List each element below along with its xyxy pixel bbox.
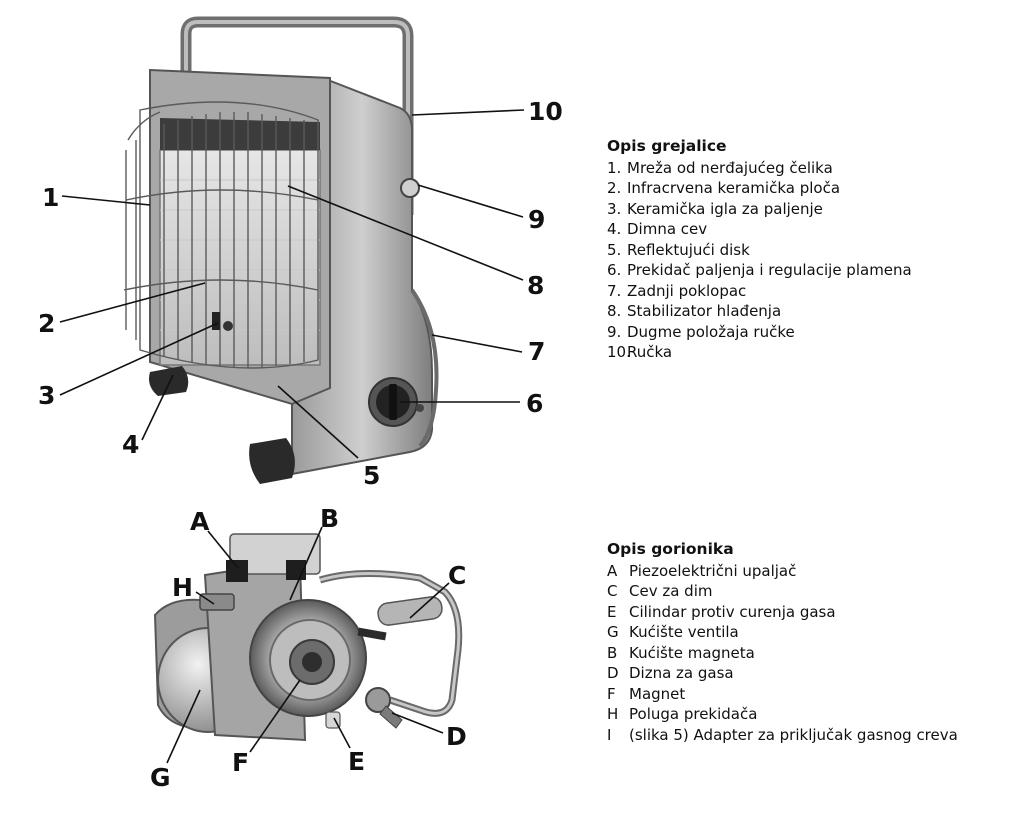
burner-illustration (153, 533, 463, 742)
heater-leader-lines (59, 109, 525, 459)
heater-legend: Opis grejalice 1.Mreža od nerđajućeg čel… (607, 136, 912, 363)
callout-B: B (320, 504, 339, 533)
piezo-igniter (226, 533, 321, 582)
callout-A: A (190, 507, 210, 536)
heater-legend-item: 9.Dugme položaja ručke (607, 322, 795, 341)
burner-legend-title: Opis gorionika (607, 540, 734, 558)
heater-rear-cover (410, 288, 439, 448)
switch-lever (199, 593, 235, 611)
callout-6: 6 (526, 389, 543, 418)
callout-9: 9 (528, 205, 545, 234)
ignition-pin (212, 312, 233, 331)
heater-legend-item: 4.Dimna cev (607, 220, 708, 238)
heater-legend-item: 5.Reflektujući disk (607, 240, 750, 259)
burner-callouts: A B C D E F G H (150, 504, 467, 792)
stainless-mesh (123, 101, 319, 369)
heater-foot-front (149, 366, 189, 396)
burner-leader-lines (166, 526, 450, 764)
smoke-tube (318, 569, 463, 717)
callout-H: H (172, 573, 193, 602)
heater-legend-item: 1.Mreža od nerđajućeg čelika (607, 158, 833, 177)
callout-3: 3 (38, 381, 55, 410)
callout-E: E (348, 747, 365, 776)
handle-position-button (400, 178, 420, 198)
heater-legend-item: 3.Keramička igla za paljenje (607, 199, 823, 218)
ceramic-plate (159, 149, 321, 366)
callout-F: F (232, 748, 249, 777)
callout-D: D (446, 722, 467, 751)
heater-legend-item: 7.Zadnji poklopac (607, 281, 747, 300)
callout-2: 2 (38, 309, 55, 338)
gas-nozzle (365, 687, 403, 729)
callout-C: C (448, 561, 466, 590)
heater-callouts: 1 2 3 4 5 6 7 8 9 10 (38, 97, 563, 490)
callout-G: G (150, 763, 171, 792)
heater-illustration (123, 16, 439, 484)
heater-legend-item: 10.Ručka (607, 343, 673, 361)
heater-legend-item: 8.Stabilizator hlađenja (607, 302, 782, 320)
heater-legend-item: 2.Infracrvena keramička ploča (607, 179, 841, 197)
heater-legend-title: Opis grejalice (607, 137, 727, 155)
callout-5: 5 (363, 461, 380, 490)
callout-8: 8 (527, 271, 544, 300)
heater-body (291, 78, 433, 476)
callout-4: 4 (122, 430, 139, 459)
callout-7: 7 (528, 337, 545, 366)
magnet-housing (249, 599, 367, 717)
burner-legend-item: I(slika 5) Adapter za priključak gasnog … (607, 725, 958, 744)
ignition-knob (368, 377, 424, 427)
heater-foot-rear (249, 438, 295, 484)
callout-10: 10 (528, 97, 563, 126)
heater-legend-item: 6.Prekidač paljenja i regulacije plamena (607, 261, 912, 279)
callout-1: 1 (42, 183, 59, 212)
